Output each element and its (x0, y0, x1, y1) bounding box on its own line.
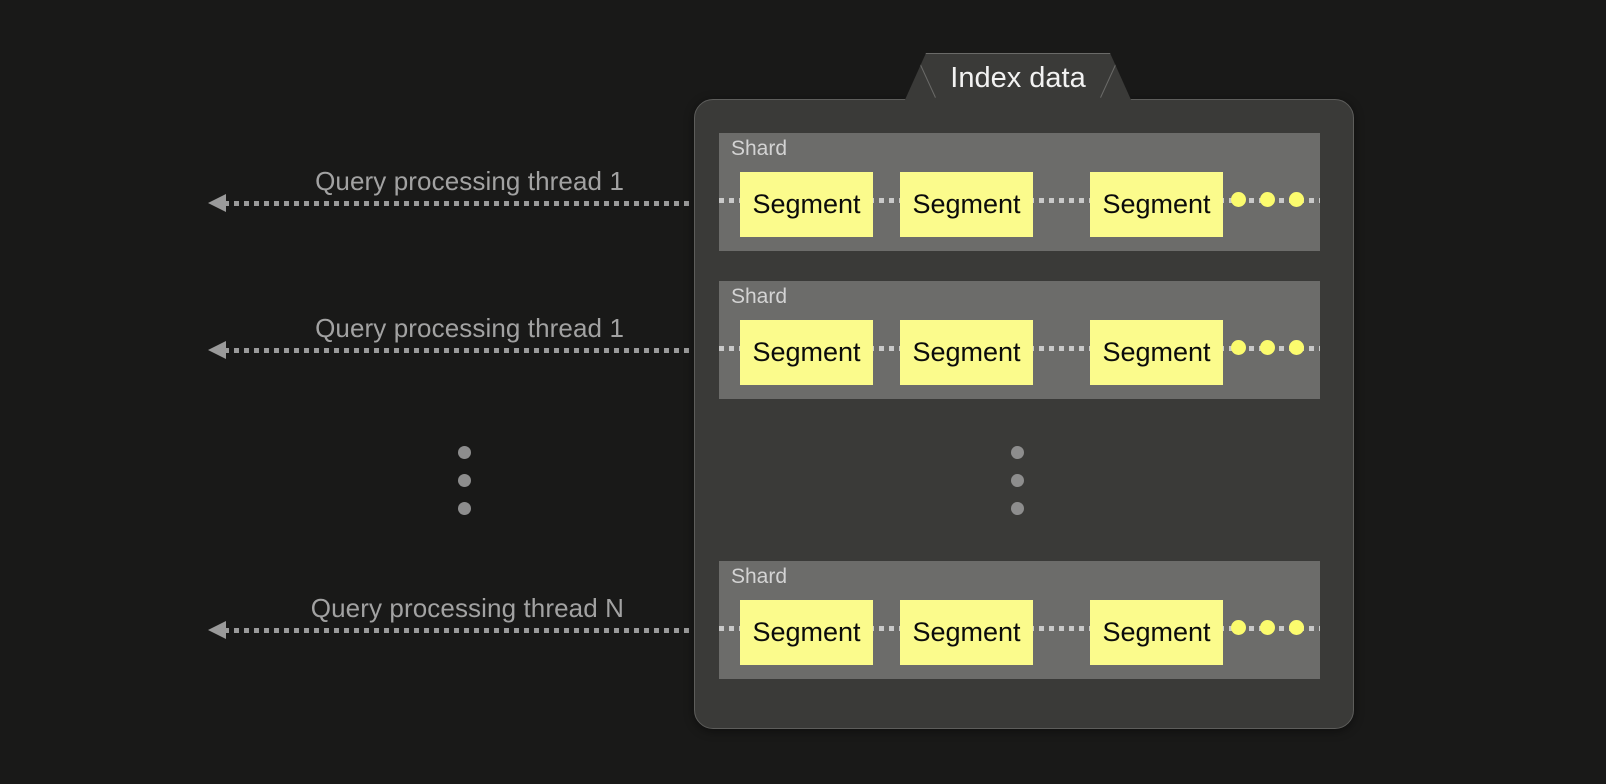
segment-box: Segment (900, 320, 1033, 385)
center-vertical-ellipsis-icon (1011, 446, 1024, 515)
ellipsis-dot (458, 446, 471, 459)
more-segments-ellipsis-icon (1231, 192, 1304, 207)
ellipsis-dot (1289, 192, 1304, 207)
shard-label-2: Shard (731, 285, 788, 308)
thread-arrow-head-n (208, 621, 226, 639)
segment-box: Segment (740, 172, 873, 237)
ellipsis-dot (458, 474, 471, 487)
thread-row-n: Query processing thread N (0, 593, 740, 673)
thread-label-2: Query processing thread 1 (315, 313, 624, 343)
thread-arrow-line-2 (224, 348, 740, 353)
thread-label-1: Query processing thread 1 (315, 166, 624, 196)
shard-box-n: Shard Segment Segment Segment (719, 561, 1320, 679)
ellipsis-dot (1289, 620, 1304, 635)
ellipsis-dot (1011, 502, 1024, 515)
more-segments-ellipsis-icon (1231, 620, 1304, 635)
index-data-title: Index data (950, 61, 1086, 94)
thread-arrow-head-1 (208, 194, 226, 212)
left-vertical-ellipsis-icon (458, 446, 471, 515)
ellipsis-dot (1260, 620, 1275, 635)
thread-arrow-head-2 (208, 341, 226, 359)
ellipsis-dot (1260, 192, 1275, 207)
index-data-tab: Index data (904, 53, 1132, 102)
ellipsis-dot (1231, 340, 1246, 355)
thread-row-1: Query processing thread 1 (0, 166, 740, 246)
segment-box: Segment (740, 600, 873, 665)
ellipsis-dot (1231, 192, 1246, 207)
more-segments-ellipsis-icon (1231, 340, 1304, 355)
shard-label-1: Shard (731, 137, 788, 160)
segment-box: Segment (1090, 600, 1223, 665)
segment-box: Segment (1090, 320, 1223, 385)
thread-label-n: Query processing thread N (310, 593, 624, 623)
ellipsis-dot (1011, 446, 1024, 459)
ellipsis-dot (1011, 474, 1024, 487)
shard-label-n: Shard (731, 565, 788, 588)
segment-box: Segment (900, 172, 1033, 237)
segment-box: Segment (900, 600, 1033, 665)
thread-arrow-line-n (224, 628, 740, 633)
ellipsis-dot (458, 502, 471, 515)
ellipsis-dot (1231, 620, 1246, 635)
ellipsis-dot (1289, 340, 1304, 355)
thread-arrow-line-1 (224, 201, 740, 206)
shard-box-2: Shard Segment Segment Segment (719, 281, 1320, 399)
ellipsis-dot (1260, 340, 1275, 355)
shard-box-1: Shard Segment Segment Segment (719, 133, 1320, 251)
thread-row-2: Query processing thread 1 (0, 313, 740, 393)
segment-box: Segment (1090, 172, 1223, 237)
segment-box: Segment (740, 320, 873, 385)
